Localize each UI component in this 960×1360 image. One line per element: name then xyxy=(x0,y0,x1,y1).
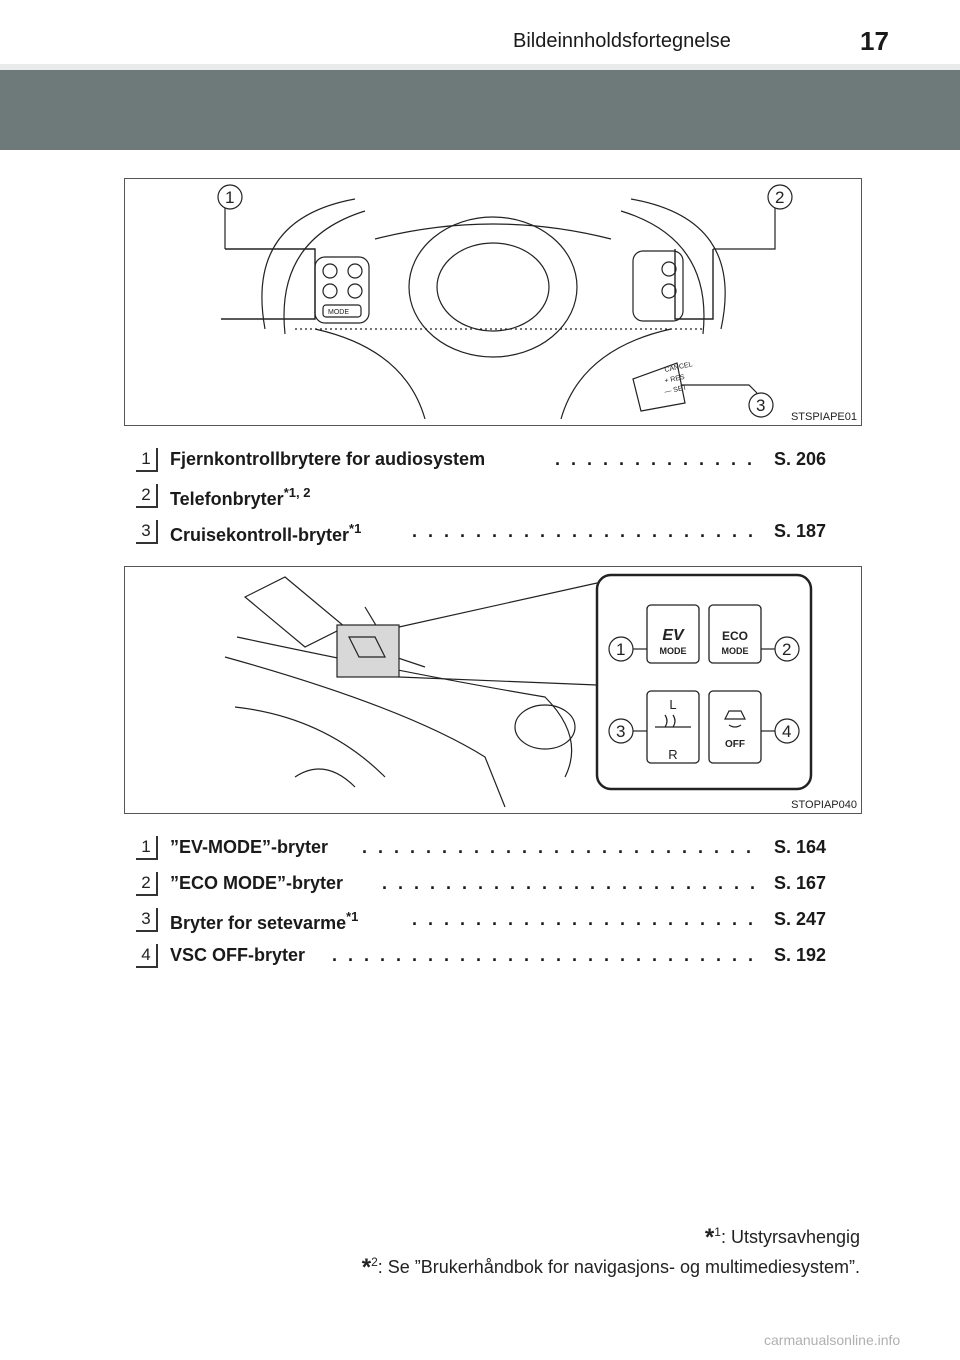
res-label: + RES xyxy=(664,374,686,385)
item-label: Fjernkontrollbrytere for audiosystem xyxy=(170,449,486,469)
vsc-off-label: OFF xyxy=(725,739,745,750)
eco-button-label: ECO xyxy=(722,629,748,643)
item-number: 1 xyxy=(136,448,158,472)
page-reference: S. 167 xyxy=(773,873,826,893)
leader-dots: . . . . . . . . . . . . . . . . . . . . … xyxy=(412,521,756,541)
callout-4: 4 xyxy=(782,722,791,741)
page-reference: S. 187 xyxy=(773,521,826,541)
list-item: 2 ”ECO MODE”-bryter . . . . . . . . . . … xyxy=(130,872,826,902)
page-reference: S. 206 xyxy=(773,449,826,469)
watermark: carmanualsonline.info xyxy=(764,1332,901,1348)
item-label: ”EV-MODE”-bryter xyxy=(170,837,329,857)
leader-dots: . . . . . . . . . . . . . . . . . . . . … xyxy=(382,873,756,893)
footnote-ref: *1 xyxy=(346,909,359,924)
page-reference: S. 247 xyxy=(773,909,826,929)
item-label: Cruisekontroll-bryter*1 xyxy=(170,521,362,545)
list-item: 3 Bryter for setevarme*1 . . . . . . . .… xyxy=(130,908,826,938)
callout-1: 1 xyxy=(225,188,234,207)
section-banner xyxy=(0,70,960,150)
ev-button-label: EV xyxy=(662,627,685,644)
leader-dots: . . . . . . . . . . . . . . . . . . . . … xyxy=(332,945,756,965)
console-figure: EV MODE ECO MODE L R OFF 1 2 3 4 STOPIAP… xyxy=(124,566,862,814)
list-item: 1 Fjernkontrollbrytere for audiosystem .… xyxy=(130,448,826,478)
callout-2: 2 xyxy=(775,188,784,207)
list-item: 1 ”EV-MODE”-bryter . . . . . . . . . . .… xyxy=(130,836,826,866)
leader-dots: . . . . . . . . . . . . . . . . . . . . … xyxy=(412,909,756,929)
footnote-ref: *1, 2 xyxy=(283,485,311,500)
item-label: VSC OFF-bryter xyxy=(170,945,306,965)
item-number: 1 xyxy=(136,836,158,860)
header-separator xyxy=(0,64,960,70)
page-header: Bildeinnholdsfortegnelse 17 xyxy=(0,0,960,64)
footnote: *2: Se ”Brukerhåndbok for navigasjons- o… xyxy=(361,1254,860,1281)
callout-3: 3 xyxy=(616,722,625,741)
item-label: Bryter for setevarme*1 xyxy=(170,909,359,933)
steering-wheel-figure: MODE CANCEL + RES — SET 1 2 3 STSPIAPE01 xyxy=(124,178,862,426)
list-item: 2 Telefonbryter*1, 2 xyxy=(130,484,826,514)
list-item: 4 VSC OFF-bryter . . . . . . . . . . . .… xyxy=(130,944,826,974)
ev-mode-label: MODE xyxy=(660,646,687,656)
page-reference: S. 164 xyxy=(773,837,826,857)
page-number: 17 xyxy=(860,26,889,56)
console-illustration: EV MODE ECO MODE L R OFF 1 2 3 4 xyxy=(224,573,813,808)
footnote-ref: *1 xyxy=(349,521,362,536)
leader-dots: . . . . . . . . . . . . . . . . . . . . … xyxy=(555,449,755,469)
seat-heater-r-label: R xyxy=(668,747,677,762)
footnote: *1: Utstyrsavhengig xyxy=(704,1224,860,1251)
item-number: 4 xyxy=(136,944,158,968)
figure-code: STSPIAPE01 xyxy=(790,411,857,423)
item-number: 3 xyxy=(136,520,158,544)
callout-3: 3 xyxy=(756,396,765,415)
figure-code: STOPIAP040 xyxy=(791,799,857,811)
eco-mode-label: MODE xyxy=(722,646,749,656)
item-label: ”ECO MODE”-bryter xyxy=(170,873,344,893)
section-title: Bildeinnholdsfortegnelse xyxy=(513,30,731,52)
callout-1: 1 xyxy=(616,640,625,659)
item-label: Telefonbryter*1, 2 xyxy=(170,485,311,509)
list-item: 3 Cruisekontroll-bryter*1 . . . . . . . … xyxy=(130,520,826,550)
callout-2: 2 xyxy=(782,640,791,659)
steering-wheel-illustration: MODE CANCEL + RES — SET 1 2 3 xyxy=(217,184,793,420)
seat-heater-l-label: L xyxy=(669,697,676,712)
set-label: — SET xyxy=(664,384,688,396)
item-number: 2 xyxy=(136,484,158,508)
mode-label: MODE xyxy=(328,309,349,316)
item-number: 2 xyxy=(136,872,158,896)
leader-dots: . . . . . . . . . . . . . . . . . . . . … xyxy=(362,837,756,857)
item-number: 3 xyxy=(136,908,158,932)
page-reference: S. 192 xyxy=(773,945,826,965)
